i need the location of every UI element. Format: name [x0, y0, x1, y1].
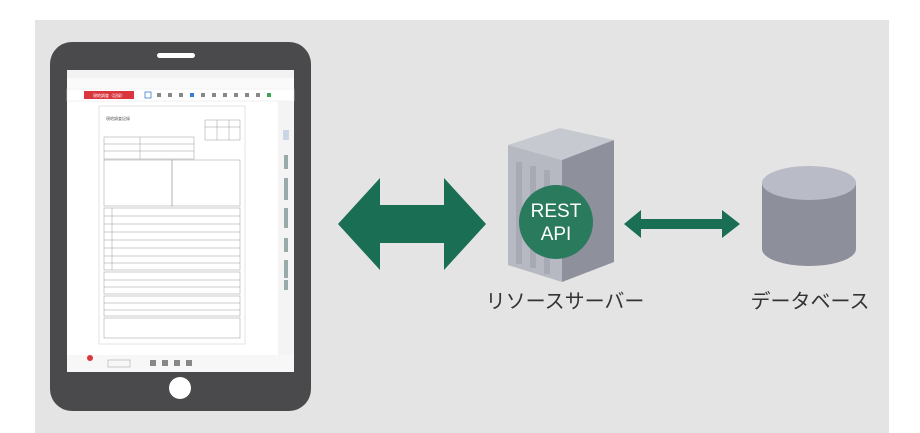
api-label-line2: API: [541, 224, 572, 245]
database-label: データベース: [750, 289, 870, 313]
api-label-line1: REST: [531, 201, 582, 222]
tablet-document-title: 現地調査記録: [106, 115, 130, 121]
tablet-home-button: [169, 377, 191, 399]
tablet-sidebar: [278, 101, 294, 372]
tablet-speaker: [157, 53, 195, 58]
tablet-red-tab: [84, 91, 134, 99]
database-icon: [762, 166, 856, 266]
server-label: リソースサーバー: [485, 289, 645, 313]
double-arrow-large: [338, 178, 486, 270]
tablet-device: 現地調査（記録）: [50, 42, 311, 411]
tablet-record-icon: [87, 355, 93, 361]
rest-api-badge: [519, 185, 593, 259]
tablet-tab-label: 現地調査（記録）: [93, 92, 125, 98]
double-arrow-small: [624, 210, 740, 238]
server-icon: REST API: [508, 128, 614, 282]
tablet-document: [98, 105, 246, 345]
